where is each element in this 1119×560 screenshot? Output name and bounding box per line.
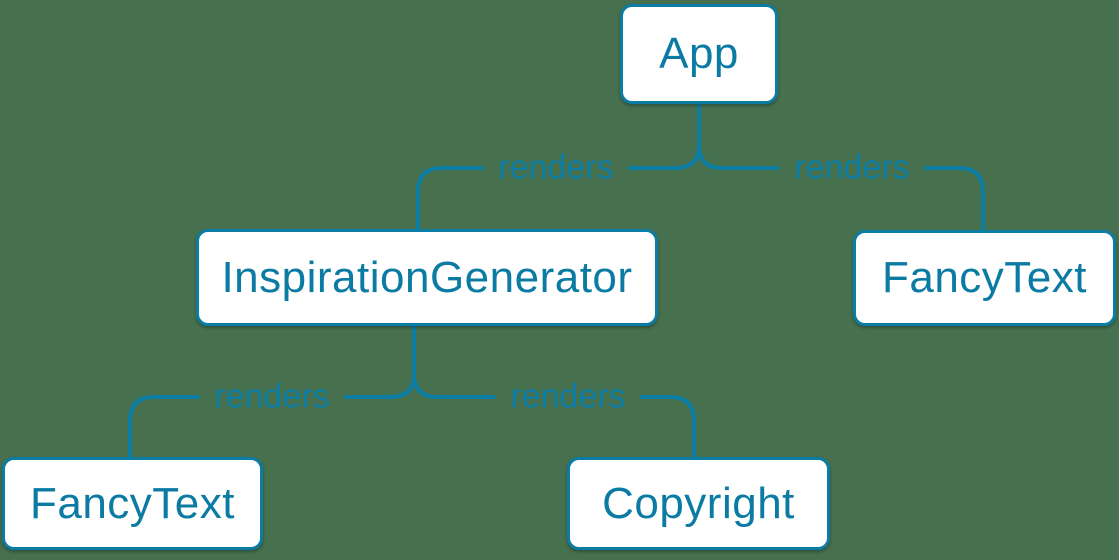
edge-label-renders: renders — [779, 146, 925, 190]
edge-label-renders: renders — [483, 146, 629, 190]
node-app: App — [620, 4, 778, 104]
edge-label-renders: renders — [495, 375, 641, 419]
node-label: Copyright — [602, 478, 795, 528]
node-copyright: Copyright — [567, 457, 830, 550]
edge-label-renders: renders — [199, 375, 345, 419]
node-label: App — [659, 29, 739, 78]
node-inspiration-generator: InspirationGenerator — [196, 229, 658, 326]
node-label: FancyText — [29, 478, 235, 528]
node-label: InspirationGenerator — [221, 252, 633, 302]
node-fancy-text-left: FancyText — [2, 457, 263, 550]
node-fancy-text-right: FancyText — [853, 230, 1116, 326]
node-label: FancyText — [881, 253, 1087, 302]
